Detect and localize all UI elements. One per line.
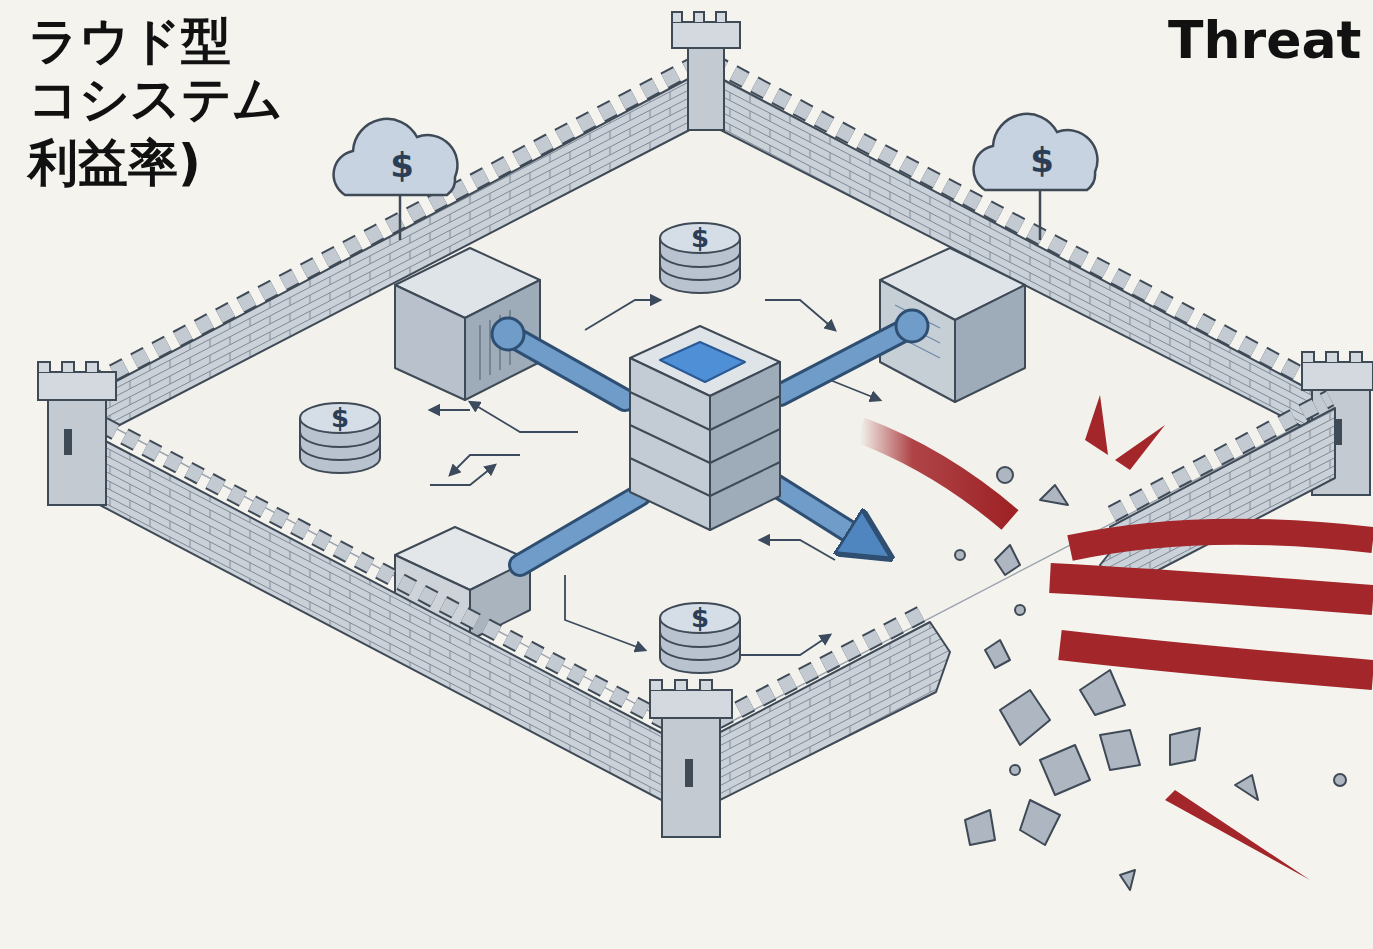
- title-line: ラウド型: [28, 14, 231, 69]
- dollar-symbol: $: [390, 147, 414, 184]
- server-boxes: [395, 248, 1025, 640]
- rubble-debris: [955, 467, 1346, 890]
- dollar-symbol: $: [691, 224, 709, 253]
- front-towers: [38, 362, 732, 837]
- dollar-symbol: $: [331, 404, 349, 433]
- dollar-symbol: $: [691, 604, 709, 633]
- title-line: 利益率): [28, 136, 201, 191]
- back-tower: [672, 12, 740, 130]
- threat-label: Threat: [1168, 12, 1361, 69]
- cloud-icons: [334, 114, 1098, 240]
- central-server-stack: [630, 326, 780, 530]
- threat-bands: [860, 395, 1373, 880]
- dollar-symbol: $: [1030, 142, 1054, 179]
- title-line: コシステム: [28, 72, 283, 127]
